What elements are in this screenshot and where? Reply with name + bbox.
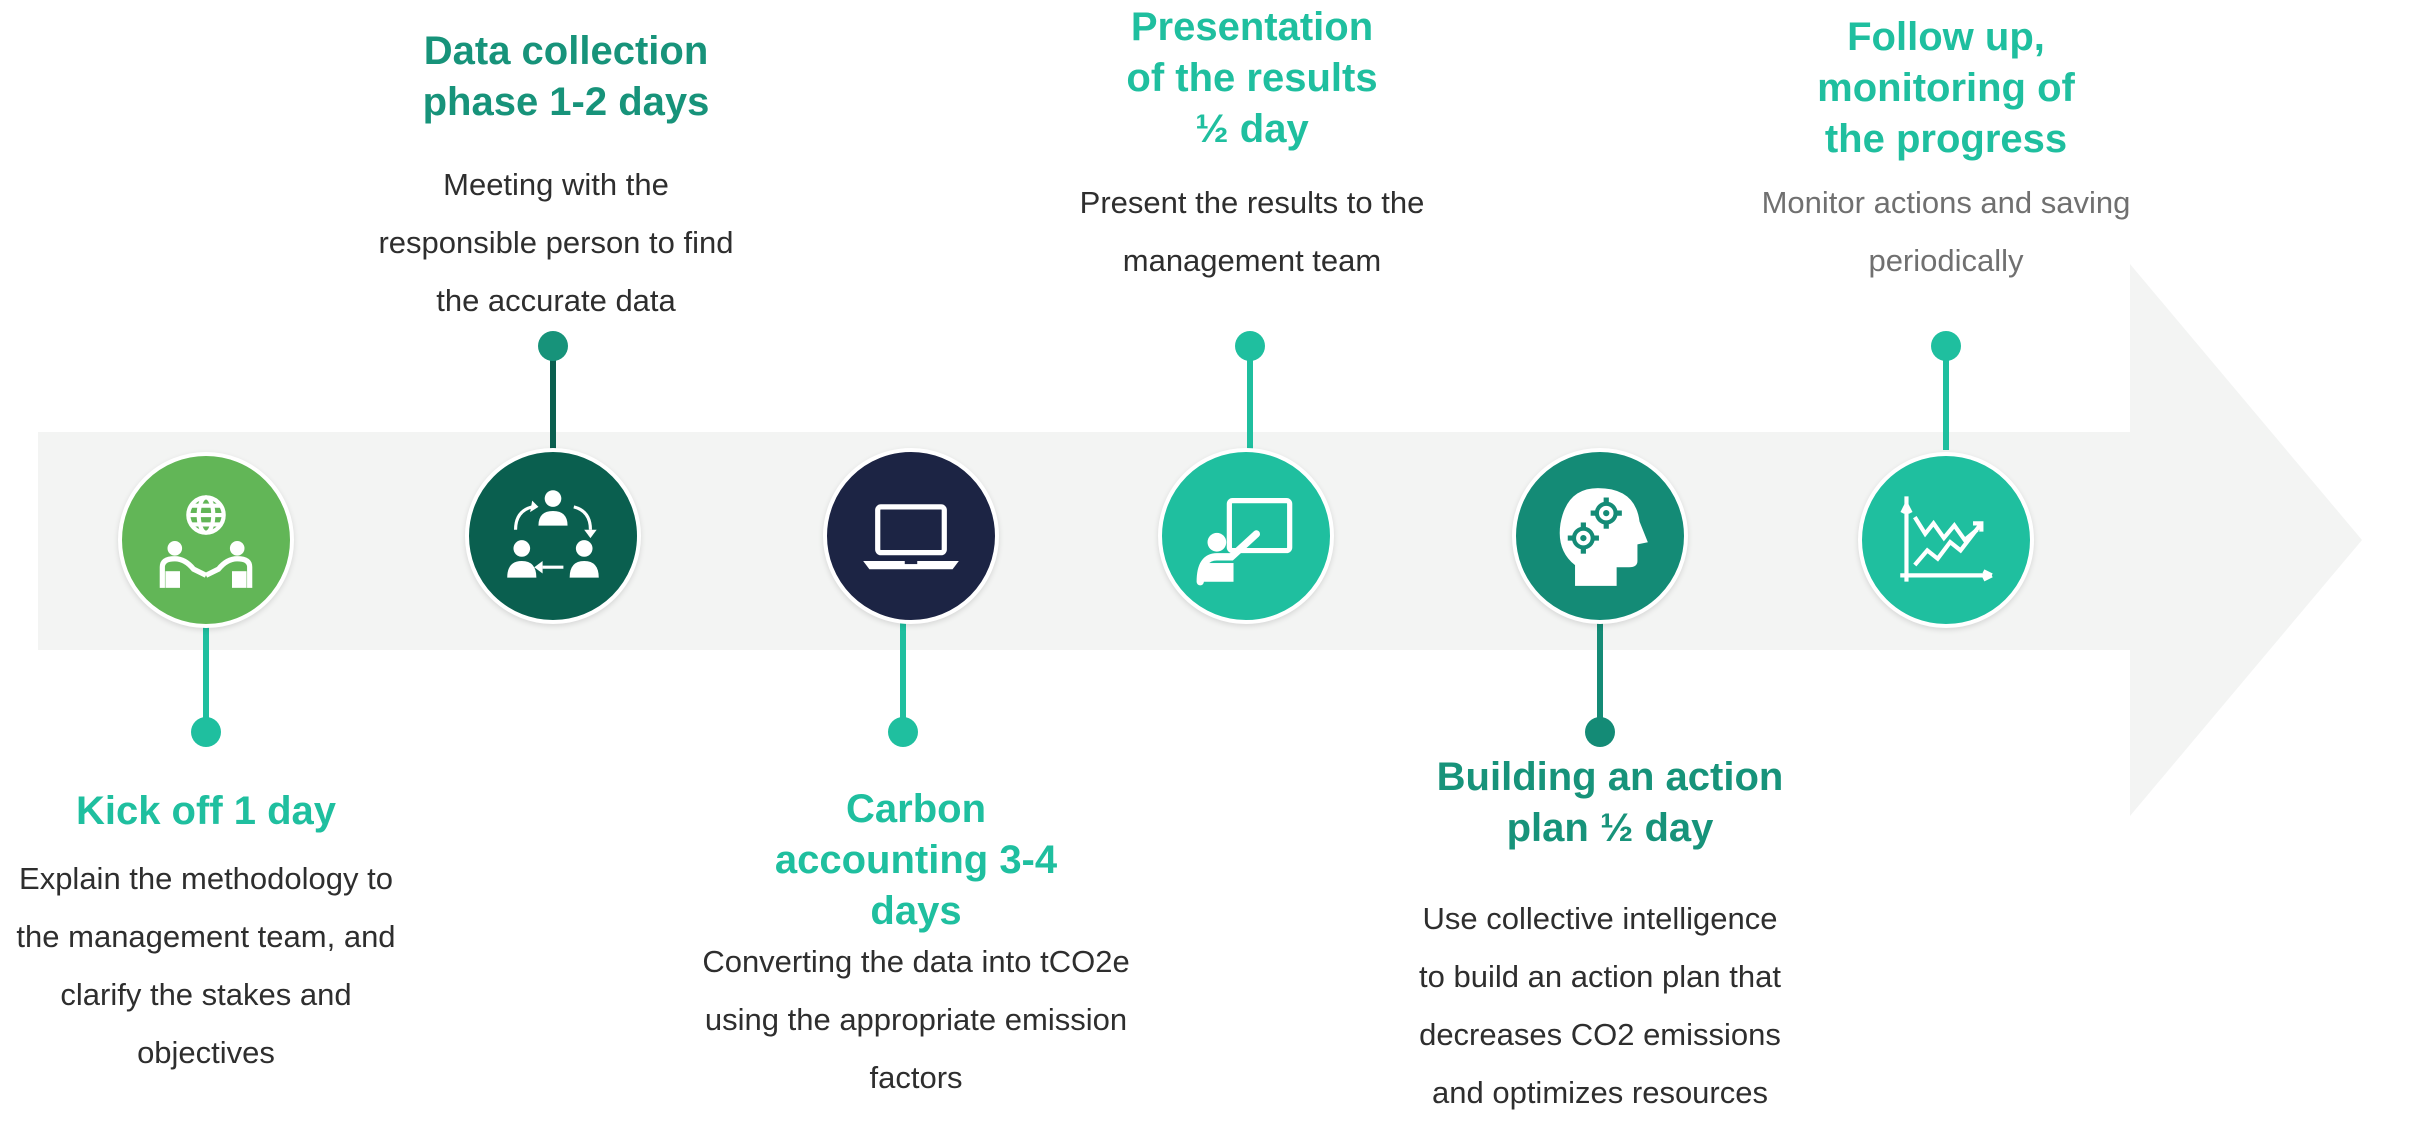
connector-stem — [1943, 346, 1949, 450]
connector-stem — [900, 620, 906, 732]
connector-stem — [1597, 620, 1603, 732]
connector-dot — [538, 331, 568, 361]
step-title: Carbon accounting 3-4 days — [774, 787, 1058, 933]
step-title: Data collection phase 1-2 days — [422, 29, 710, 124]
step-icon-circle — [1158, 448, 1334, 624]
step-title: Follow up, monitoring of the progress — [1817, 15, 2075, 161]
step-icon-circle — [1858, 452, 2034, 628]
step-description: Converting the data into tCO2e using the… — [702, 944, 1130, 1095]
connector-stem — [203, 620, 209, 732]
step-description: Explain the methodology to the managemen… — [16, 861, 396, 1070]
globe-handshake-icon — [159, 495, 253, 588]
connector-dot — [1931, 331, 1961, 361]
connector-stem — [550, 346, 556, 450]
connector-dot — [191, 717, 221, 747]
connector-dot — [888, 717, 918, 747]
step-title: Kick off 1 day — [75, 789, 337, 833]
team-exchange-icon — [507, 490, 599, 578]
head-gears-icon — [1559, 488, 1648, 586]
step-description: Present the results to the management te… — [1079, 185, 1425, 278]
trend-chart-icon — [1900, 496, 1993, 582]
step-icon-circle — [465, 448, 641, 624]
connector-dot — [1235, 331, 1265, 361]
step-title: Presentation of the results ½ day — [1126, 5, 1378, 151]
step-icon-circle — [118, 452, 294, 628]
presentation-board-icon — [1196, 498, 1293, 586]
step-description: Use collective intelligence to build an … — [1419, 901, 1781, 1110]
step-description: Monitor actions and saving periodically — [1761, 185, 2131, 278]
step-description: Meeting with the responsible person to f… — [378, 167, 734, 318]
step-icon-circle — [823, 448, 999, 624]
connector-stem — [1247, 346, 1253, 450]
step-title: Building an action plan ½ day — [1436, 755, 1784, 850]
laptop-icon — [863, 504, 959, 570]
step-icon-circle — [1512, 448, 1688, 624]
connector-dot — [1585, 717, 1615, 747]
